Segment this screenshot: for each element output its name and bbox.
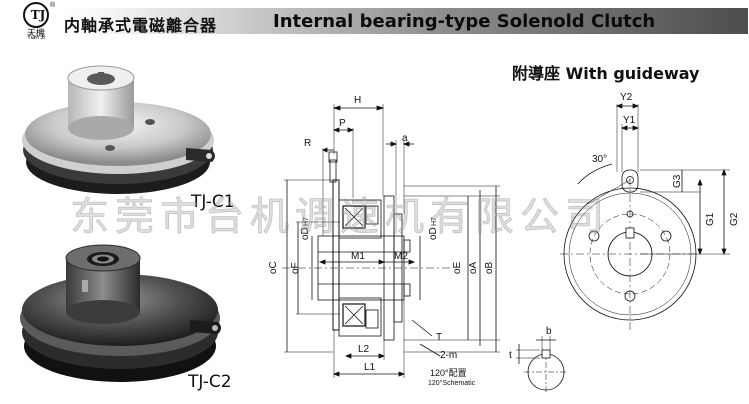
dim-T: T	[436, 332, 442, 343]
subtitle-guideway: 附導座 With guideway	[512, 64, 700, 83]
dim-P: P	[339, 118, 346, 129]
side-section-view	[282, 104, 500, 378]
title-english: Internal bearing-type Solenold Clutch	[273, 11, 656, 32]
front-view	[560, 103, 730, 330]
dim-oE: oE	[452, 261, 463, 274]
holes-arrangement-cn: 120°配置	[430, 368, 467, 378]
dim-H: H	[354, 95, 361, 106]
dim-a: a	[402, 133, 408, 144]
dim-oB: oB	[484, 261, 495, 274]
dim-oD-right: oD	[428, 227, 439, 240]
title-chinese: 内軸承式電磁離合器	[64, 16, 218, 35]
logo-ring: TJ	[23, 2, 49, 28]
dim-M1: M1	[351, 251, 365, 262]
dim-Y2: Y2	[620, 92, 633, 103]
dim-t: t	[509, 350, 512, 361]
logo-chinese-name: 天機	[26, 28, 45, 38]
dim-M2: M2	[394, 251, 408, 262]
registered-mark: ®	[50, 2, 56, 9]
dim-angle-30: 30°	[592, 154, 607, 165]
dim-oD-left-tolerance: H7	[303, 217, 310, 226]
dim-R: R	[304, 138, 311, 149]
dim-oC: oC	[268, 261, 279, 274]
dim-oA: oA	[468, 261, 479, 274]
product-label-tj-c2: TJ-C2	[188, 372, 232, 392]
dim-Y1: Y1	[623, 115, 636, 126]
brand-logo: TJ ® 天機 Tian Ji	[14, 2, 60, 42]
dim-L2: L2	[358, 344, 370, 355]
holes-arrangement-en: 120°Schematic	[428, 379, 476, 387]
dim-oD-right-tolerance: H7	[431, 217, 438, 226]
watermark: 东莞市台机调速机有限公司	[70, 195, 611, 241]
dim-G2: G2	[729, 212, 740, 226]
dim-L1: L1	[364, 362, 376, 373]
clutch-photo-tj-c1	[22, 65, 215, 194]
dim-G1: G1	[705, 212, 716, 226]
dim-G3: G3	[672, 174, 683, 188]
product-label-tj-c1: TJ-C1	[191, 192, 235, 212]
logo-mark: TJ	[30, 8, 46, 22]
clutch-photo-tj-c2	[20, 244, 221, 382]
dim-oF: oF	[290, 262, 301, 274]
header: TJ ® 天機 Tian Ji 内軸承式電磁離合器 Internal beari…	[0, 0, 749, 42]
keyway-detail	[516, 336, 568, 394]
logo-english-name: Tian Ji	[27, 35, 45, 41]
title-bar	[62, 8, 748, 34]
dim-holes: 2-m	[440, 350, 457, 361]
dim-b: b	[546, 326, 552, 337]
dim-oD-left: oD	[300, 227, 311, 240]
